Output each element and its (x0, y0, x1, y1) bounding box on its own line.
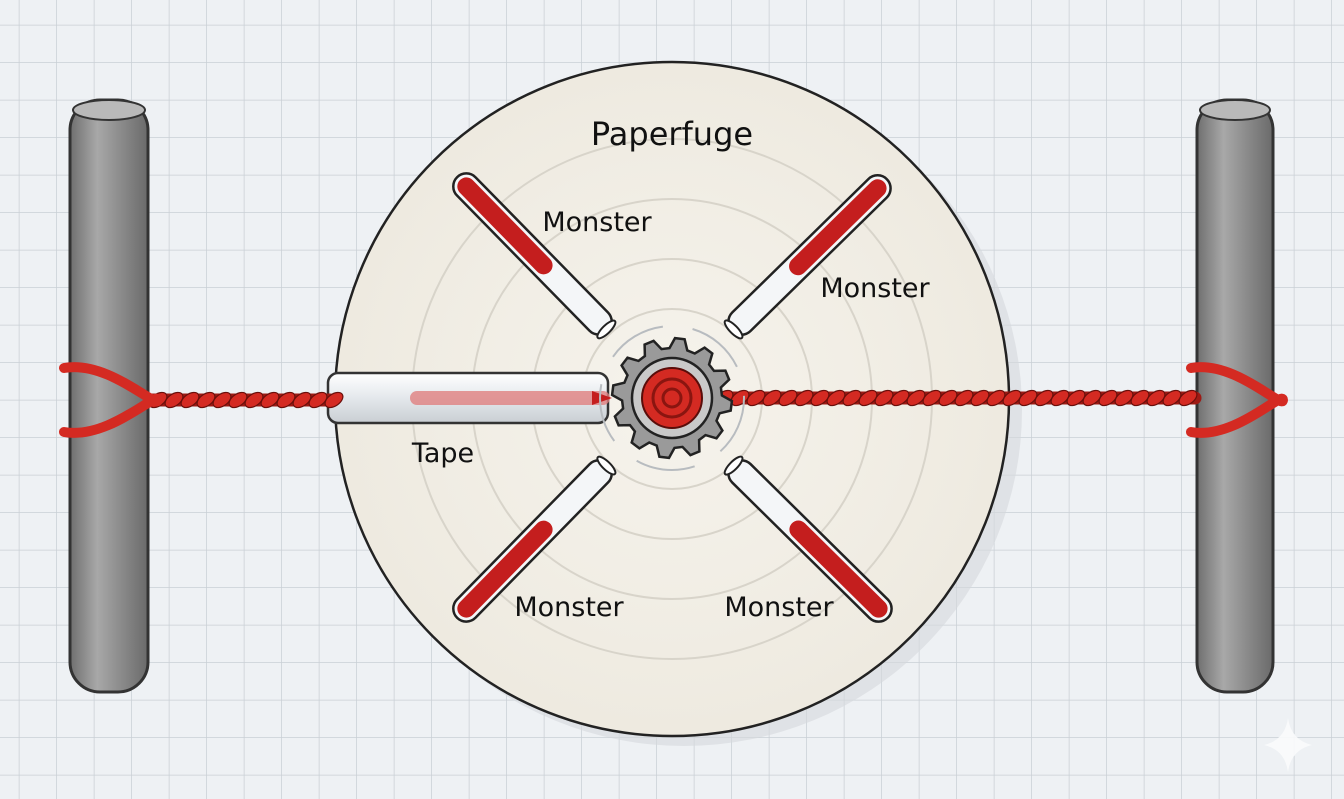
label-monster-bottom-right: Monster (724, 592, 834, 623)
label-tape: Tape (411, 438, 474, 469)
label-monster-top-left: Monster (542, 207, 652, 238)
diagram-title: Paperfuge (591, 115, 753, 153)
left-post (68, 98, 150, 694)
right-post (1195, 98, 1275, 694)
sample-liquid (457, 177, 553, 275)
tube-top-right (723, 174, 892, 340)
label-monster-bottom-left: Monster (514, 592, 624, 623)
tube-bottom-right (723, 455, 893, 623)
label-monster-top-right: Monster (820, 273, 930, 304)
tape-tube (326, 371, 612, 425)
tube-bottom-left (452, 455, 617, 623)
sparkle-icon (1264, 718, 1312, 772)
sample-liquid (457, 520, 553, 618)
tube-top-left (452, 172, 617, 340)
sample-liquid (789, 520, 888, 618)
sample-liquid (789, 179, 887, 276)
twisted-string (59, 362, 1288, 438)
rope-coil (641, 367, 703, 429)
